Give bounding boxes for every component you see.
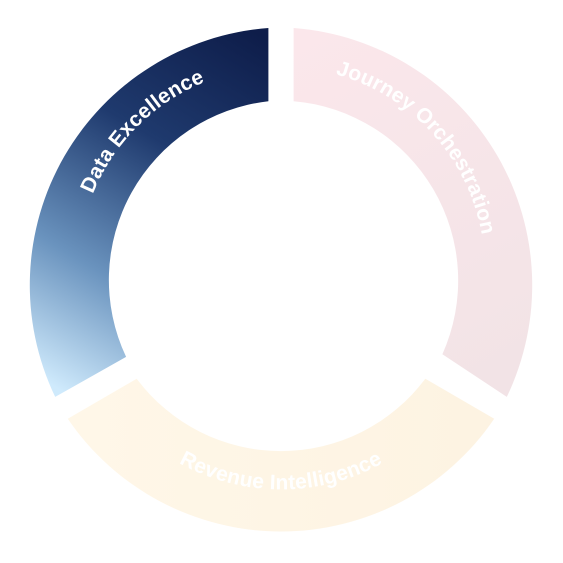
segment-data-excellence bbox=[29, 28, 269, 397]
segment-revenue-intelligence bbox=[67, 378, 495, 532]
segment-journey-orchestration bbox=[293, 28, 533, 397]
